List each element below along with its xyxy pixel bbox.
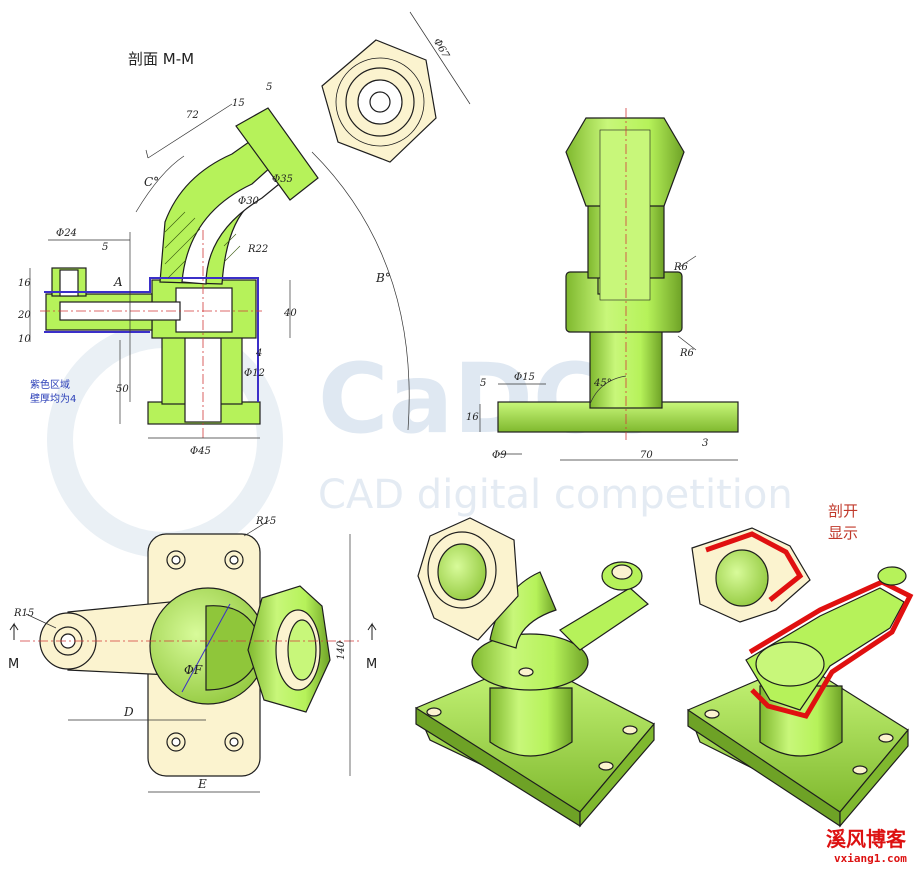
plan-view: R15 R15 ΦF D E 140 M M bbox=[8, 516, 377, 793]
blog-stamp: 溪风博客 vxiang1.com bbox=[826, 827, 907, 865]
iso-lower-tube bbox=[489, 687, 573, 757]
iso-collar bbox=[471, 633, 589, 691]
dim-r15a: R15 bbox=[255, 516, 276, 527]
watermark-sub: CAD digital competition bbox=[318, 472, 793, 518]
dim-d9: Φ9 bbox=[492, 450, 507, 461]
dim-r15b: R15 bbox=[13, 608, 34, 619]
section-collar-bore bbox=[175, 287, 233, 333]
dim-r6b: R6 bbox=[679, 348, 695, 359]
dim-d: D bbox=[123, 705, 134, 719]
cutaway-label-line2: 显示 bbox=[828, 524, 858, 542]
side-dimension-lines bbox=[479, 255, 738, 461]
dim-side-d15: Φ15 bbox=[514, 372, 535, 383]
plan-bolt-holes bbox=[166, 550, 244, 752]
dim-d35: Φ35 bbox=[272, 174, 293, 185]
arrow-up-icon bbox=[367, 622, 377, 640]
dim-10: 10 bbox=[18, 334, 31, 345]
arrow-up-icon bbox=[9, 622, 19, 640]
iso-arm bbox=[559, 587, 649, 651]
iso-bolt-holes bbox=[426, 667, 638, 771]
dim-140: 140 bbox=[336, 640, 347, 660]
cutaway-view: 剖开 显示 bbox=[687, 502, 914, 828]
dim-c: C° bbox=[144, 175, 159, 189]
section-view: 剖面 M-M bbox=[17, 50, 410, 457]
dim-40: 40 bbox=[283, 308, 297, 319]
dim-15: 15 bbox=[232, 98, 245, 109]
dim-16: 16 bbox=[18, 278, 31, 289]
dim-side-16: 16 bbox=[466, 412, 479, 423]
dim-d30: Φ30 bbox=[238, 196, 260, 207]
section-marker-left: M bbox=[8, 657, 19, 672]
dim-r6a: R6 bbox=[673, 262, 689, 273]
dim-d45: Φ45 bbox=[190, 446, 211, 457]
dim-side-5: 5 bbox=[480, 378, 486, 389]
section-hatching bbox=[164, 211, 241, 279]
iso-view bbox=[415, 517, 655, 828]
dim-a: A bbox=[113, 275, 123, 289]
wall-thickness-outline bbox=[44, 277, 259, 402]
stamp-main: 溪风博客 bbox=[826, 827, 907, 851]
side-view: R6 R6 Φ15 5 45° 16 Φ9 70 3 bbox=[466, 108, 739, 461]
note-line2: 壁厚均为4 bbox=[30, 392, 76, 405]
dim-4: 4 bbox=[255, 348, 262, 359]
dim-20: 20 bbox=[17, 310, 31, 321]
note-line1: 紫色区域 bbox=[30, 378, 70, 391]
dim-70: 70 bbox=[640, 450, 653, 461]
dim-45: 45° bbox=[593, 378, 612, 389]
cutaway-label-line1: 剖开 bbox=[828, 502, 858, 520]
dim-72: 72 bbox=[186, 110, 199, 121]
dim-e: E bbox=[197, 777, 207, 791]
plan-dimension-lines bbox=[25, 519, 351, 793]
dim-5a: 5 bbox=[266, 82, 272, 93]
stamp-url: vxiang1.com bbox=[834, 852, 907, 865]
dim-b: B° bbox=[375, 271, 391, 285]
section-marker-right: M bbox=[366, 657, 377, 672]
dim-3: 3 bbox=[702, 438, 708, 449]
section-hex-end bbox=[235, 107, 319, 201]
section-title: 剖面 M-M bbox=[128, 50, 194, 68]
hex-end-view: Φ67 bbox=[321, 11, 471, 163]
dim-f: ΦF bbox=[184, 663, 203, 677]
dim-d24: Φ24 bbox=[56, 228, 77, 239]
cutaway-cut-face bbox=[748, 579, 914, 719]
dim-50: 50 bbox=[116, 384, 129, 395]
dim-d12: Φ12 bbox=[244, 368, 265, 379]
section-dimension-lines bbox=[29, 103, 410, 439]
dim-5b: 5 bbox=[102, 242, 108, 253]
dim-r22: R22 bbox=[247, 244, 268, 255]
cutaway-bolt-holes bbox=[704, 709, 894, 775]
